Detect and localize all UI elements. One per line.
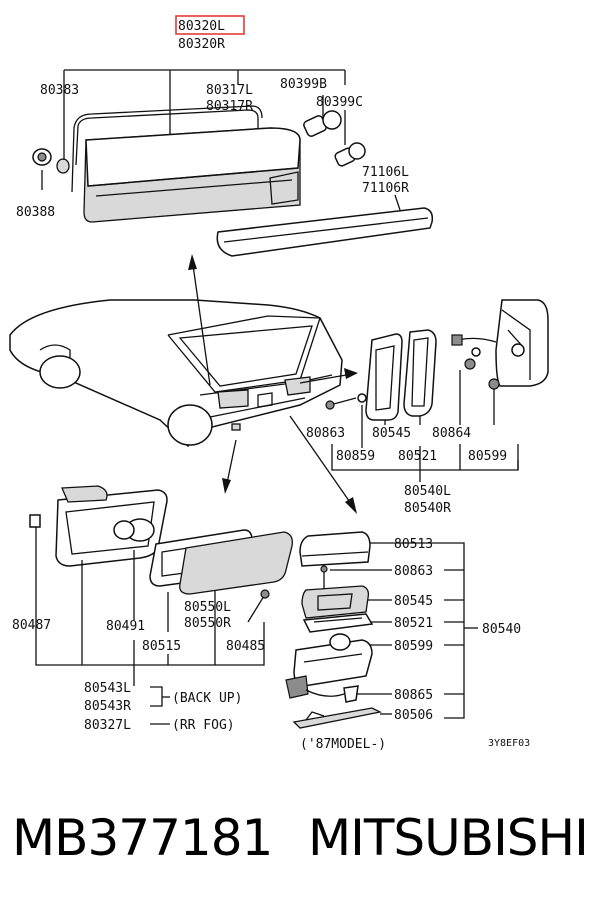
label-80540L: 80540L bbox=[404, 484, 451, 499]
label-80863-b: 80863 bbox=[394, 564, 433, 579]
screw-80485 bbox=[247, 589, 270, 623]
screw-80599-right bbox=[488, 378, 500, 405]
label-80491: 80491 bbox=[106, 619, 145, 634]
lens-80545-right bbox=[365, 333, 403, 421]
part-number: MB377181 bbox=[12, 809, 273, 867]
nut-part bbox=[56, 158, 70, 174]
label-80540R: 80540R bbox=[404, 501, 451, 516]
label-80317R: 80317R bbox=[206, 99, 253, 114]
gasket-80521-right bbox=[403, 329, 437, 417]
parts-diagram: 80320L 80320R 80383 80388 80317L 80317R … bbox=[9, 15, 549, 752]
top-leaders bbox=[41, 69, 401, 211]
tail-lamp-assembly bbox=[71, 105, 301, 223]
connector-80865 bbox=[285, 675, 359, 703]
label-80388: 80388 bbox=[16, 205, 55, 220]
label-80320L: 80320L bbox=[178, 19, 225, 34]
nut-80864 bbox=[464, 358, 476, 370]
label-80545-a: 80545 bbox=[372, 426, 411, 441]
screw-80863-right bbox=[325, 397, 357, 410]
lamp-housing-80491 bbox=[55, 485, 168, 567]
label-80864: 80864 bbox=[432, 426, 471, 441]
rubber-grommet bbox=[32, 148, 52, 166]
label-80859: 80859 bbox=[336, 449, 375, 464]
label-80865: 80865 bbox=[394, 688, 433, 703]
label-back-up: (BACK UP) bbox=[172, 691, 242, 706]
screw-80863-lower bbox=[320, 565, 328, 590]
label-80543L: 80543L bbox=[84, 681, 131, 696]
gasket-80521-lower bbox=[302, 613, 374, 633]
label-80543R: 80543R bbox=[84, 699, 131, 714]
diagram-code: 3Y8EF03 bbox=[488, 738, 530, 749]
label-80399B: 80399B bbox=[280, 77, 327, 92]
label-80320R: 80320R bbox=[178, 37, 225, 52]
left-leaders bbox=[35, 527, 265, 725]
bulb-80399b bbox=[303, 110, 342, 137]
part-labels: 80320L 80320R 80383 80388 80317L 80317R … bbox=[12, 15, 530, 752]
washer-80859 bbox=[357, 393, 367, 403]
plate-80506 bbox=[292, 707, 382, 729]
bulb-80399c bbox=[334, 142, 366, 167]
label-80550R: 80550R bbox=[184, 616, 231, 631]
label-87-model: ('87MODEL-) bbox=[300, 737, 386, 752]
label-80863-a: 80863 bbox=[306, 426, 345, 441]
garnish-71106 bbox=[216, 207, 434, 257]
label-80317L: 80317L bbox=[206, 83, 253, 98]
label-80599-b: 80599 bbox=[394, 639, 433, 654]
lens-80550 bbox=[179, 531, 293, 595]
label-80485: 80485 bbox=[226, 639, 265, 654]
bezel-80545-lower bbox=[301, 585, 370, 619]
footer: MB377181 MITSUBISHI bbox=[0, 808, 600, 878]
wire-harness bbox=[451, 334, 497, 357]
car-body bbox=[9, 299, 343, 448]
label-rr-fog: (RR FOG) bbox=[172, 718, 235, 733]
clip-80487 bbox=[29, 514, 41, 528]
brand-name: MITSUBISHI bbox=[308, 809, 589, 867]
socket-80599 bbox=[293, 633, 373, 687]
label-80540: 80540 bbox=[482, 622, 521, 637]
label-80487: 80487 bbox=[12, 618, 51, 633]
right-leaders bbox=[331, 370, 519, 482]
label-80506: 80506 bbox=[394, 708, 433, 723]
label-80515: 80515 bbox=[142, 639, 181, 654]
label-71106R: 71106R bbox=[362, 181, 409, 196]
label-80599-a: 80599 bbox=[468, 449, 507, 464]
label-80521-a: 80521 bbox=[398, 449, 437, 464]
label-80383: 80383 bbox=[40, 83, 79, 98]
label-71106L: 71106L bbox=[362, 165, 409, 180]
label-80550L: 80550L bbox=[184, 600, 231, 615]
lamp-housing-right bbox=[495, 299, 549, 387]
pointer-arrows bbox=[188, 254, 358, 514]
label-80399C: 80399C bbox=[316, 95, 363, 110]
label-80521-b: 80521 bbox=[394, 616, 433, 631]
label-80545-b: 80545 bbox=[394, 594, 433, 609]
highlight-box bbox=[175, 15, 245, 35]
lower-right-leaders bbox=[330, 542, 478, 719]
label-80513: 80513 bbox=[394, 537, 433, 552]
lens-80513 bbox=[299, 531, 371, 567]
label-80327L: 80327L bbox=[84, 718, 131, 733]
